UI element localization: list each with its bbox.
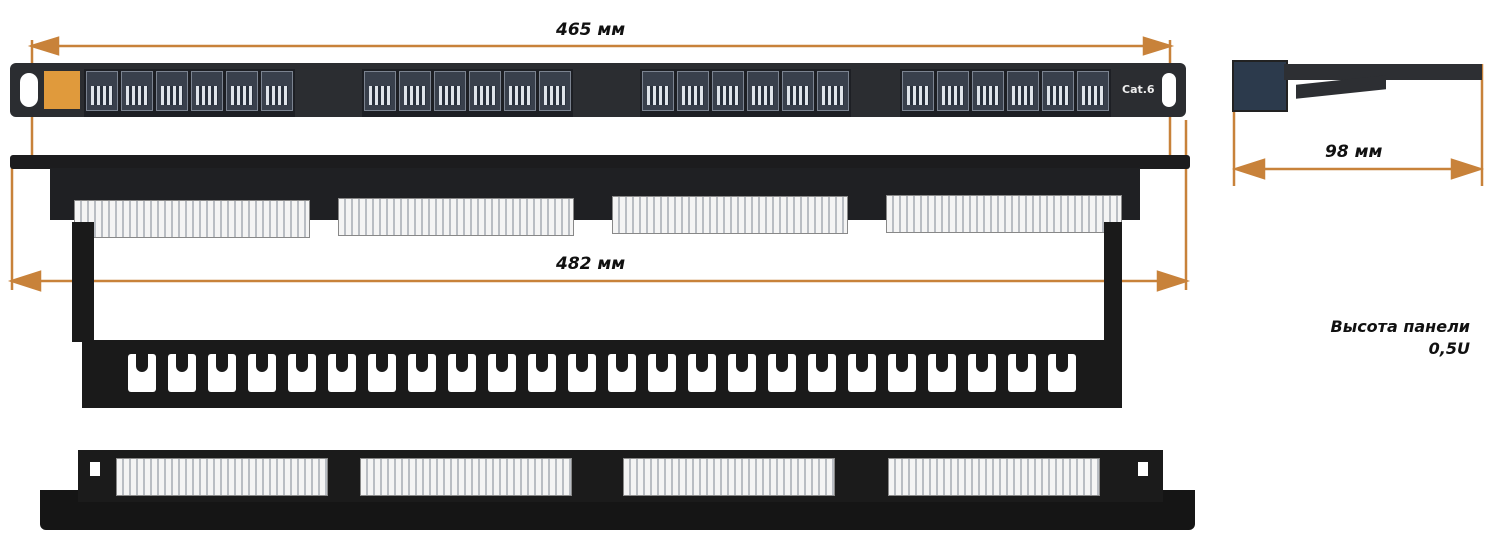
cable-slot: [808, 354, 836, 392]
port-group: [84, 69, 295, 117]
rear-termination-block: [360, 458, 572, 496]
mounting-hole: [90, 462, 100, 476]
rj45-port: [261, 71, 293, 111]
mounting-hole: [1162, 73, 1176, 107]
patch-panel-front-view: Cat.6: [10, 63, 1186, 117]
rj45-port: [156, 71, 188, 111]
port-group: [640, 69, 851, 117]
port-group: [362, 69, 573, 117]
patch-panel-rear-view: [78, 450, 1163, 502]
rj45-port: [642, 71, 674, 111]
category-marking: Cat.6: [1122, 83, 1155, 96]
mounting-hole: [1138, 462, 1148, 476]
cable-slot: [368, 354, 396, 392]
cable-slot: [1008, 354, 1036, 392]
side-view-arm: [1284, 64, 1482, 80]
cable-slot: [248, 354, 276, 392]
cable-slot: [1048, 354, 1076, 392]
cable-slot: [968, 354, 996, 392]
cable-slot: [448, 354, 476, 392]
rj45-port: [677, 71, 709, 111]
cable-slot: [208, 354, 236, 392]
depth-label: 98 мм: [1325, 142, 1383, 162]
rj45-port: [539, 71, 571, 111]
rj45-port: [504, 71, 536, 111]
termination-block: [612, 196, 848, 234]
cable-slot: [168, 354, 196, 392]
rear-termination-block: [623, 458, 835, 496]
rj45-port: [1042, 71, 1074, 111]
rj45-port: [434, 71, 466, 111]
rj45-port: [399, 71, 431, 111]
port-group: [900, 69, 1111, 117]
cable-slot: [288, 354, 316, 392]
cable-management-bar: [82, 340, 1122, 408]
rj45-port: [712, 71, 744, 111]
rear-termination-block: [116, 458, 328, 496]
cable-slot: [848, 354, 876, 392]
rj45-port: [1077, 71, 1109, 111]
cable-slot: [528, 354, 556, 392]
label-plate: [44, 71, 80, 109]
rj45-port: [1007, 71, 1039, 111]
cable-slot: [568, 354, 596, 392]
cable-slot: [928, 354, 956, 392]
rear-termination-block: [888, 458, 1100, 496]
rj45-port: [364, 71, 396, 111]
mounting-hole: [20, 73, 38, 107]
cable-bar-bracket: [1104, 222, 1122, 342]
rj45-port: [782, 71, 814, 111]
panel-height-line2: 0,5U: [1428, 339, 1470, 358]
cable-slot: [648, 354, 676, 392]
front-width-label: 465 мм: [556, 20, 626, 40]
rj45-port: [747, 71, 779, 111]
side-view-jack: [1232, 60, 1288, 112]
rj45-port: [972, 71, 1004, 111]
overall-width-label: 482 мм: [556, 254, 626, 274]
panel-height-note: Высота панели 0,5U: [1331, 316, 1470, 360]
cable-slot: [688, 354, 716, 392]
cable-slot: [888, 354, 916, 392]
cable-slot: [408, 354, 436, 392]
rj45-port: [937, 71, 969, 111]
cable-slot: [608, 354, 636, 392]
rj45-port: [226, 71, 258, 111]
termination-block: [338, 198, 574, 236]
rj45-port: [817, 71, 849, 111]
termination-block: [74, 200, 310, 238]
panel-height-line1: Высота панели: [1330, 317, 1470, 336]
rj45-port: [902, 71, 934, 111]
cable-slot: [488, 354, 516, 392]
cable-slot: [328, 354, 356, 392]
cable-slot: [768, 354, 796, 392]
rj45-port: [191, 71, 223, 111]
rj45-port: [86, 71, 118, 111]
cable-bar-bracket: [72, 222, 94, 342]
rj45-port: [121, 71, 153, 111]
panel-top-edge: [10, 155, 1190, 169]
cable-slot: [728, 354, 756, 392]
termination-block: [886, 195, 1122, 233]
rj45-port: [469, 71, 501, 111]
cable-slot: [128, 354, 156, 392]
